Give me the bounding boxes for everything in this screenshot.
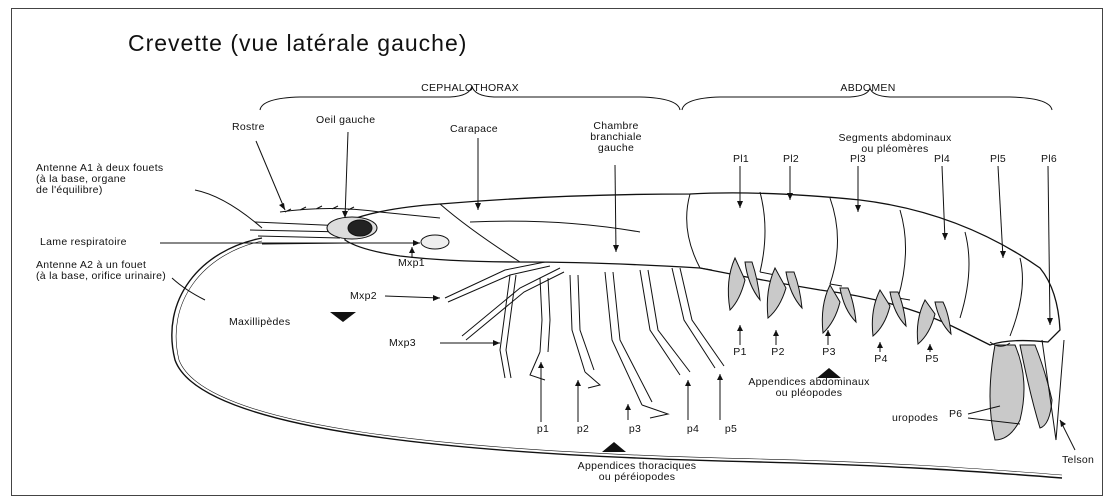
carapace-label: Carapace [450, 124, 498, 135]
segments-label: Segments abdominaux ou pléomères [838, 133, 951, 155]
pereiopod-p5-label: p5 [725, 424, 737, 435]
abdomen-label: ABDOMEN [840, 83, 895, 94]
cephalothorax-label: CEPHALOTHORAX [421, 83, 519, 94]
pleopod-p1-shape [728, 258, 760, 310]
pereiopod-p5-leg [672, 268, 724, 368]
antenne-a2-pointer [172, 278, 205, 300]
maxillipedes-label: Maxillipèdes [229, 317, 290, 328]
mxp3-appendage [462, 268, 564, 340]
pleopod-p5-shape [917, 300, 951, 344]
lame-label: Lame respiratoire [40, 237, 127, 248]
maxillipedes-marker [330, 312, 356, 322]
uropod-shape [990, 345, 1024, 440]
oeil-label: Oeil gauche [316, 115, 375, 126]
p5-label: P5 [925, 354, 938, 365]
p6-label: P6 [949, 409, 962, 420]
pl6-pointer [1048, 166, 1050, 325]
pleopod-p4-shape [872, 290, 906, 336]
antenne-a2-label: Antenne A2 à un fouet (à la base, orific… [36, 260, 166, 282]
pereiopod-p4-leg [640, 270, 690, 375]
pl2-label: Pl2 [783, 154, 799, 165]
pl4-pointer [942, 166, 945, 240]
uropodes-label: uropodes [892, 413, 938, 424]
segment-boundaries [760, 192, 1022, 336]
pereiopod-p1-label: p1 [537, 424, 549, 435]
mxp2-appendage [445, 262, 550, 302]
rostre-label: Rostre [232, 122, 265, 133]
appendices-abdominaux-label: Appendices abdominaux ou pléopodes [748, 377, 869, 399]
antenne-a1-label: Antenne A1 à deux fouets (à la base, org… [36, 163, 163, 196]
mxp2-label: Mxp2 [350, 291, 377, 302]
p2-label: P2 [771, 347, 784, 358]
pereiopod-p2-leg [570, 275, 600, 388]
pl5-label: Pl5 [990, 154, 1006, 165]
pl6-label: Pl6 [1041, 154, 1057, 165]
p4-label: P4 [874, 354, 887, 365]
carapace-outline [345, 193, 1060, 345]
p3-label: P3 [822, 347, 835, 358]
mxp1-label: Mxp1 [398, 258, 425, 269]
antenne-a1-pointer [195, 190, 262, 228]
pl3-label: Pl3 [850, 154, 866, 165]
mxp3-label: Mxp3 [389, 338, 416, 349]
pl4-label: Pl4 [934, 154, 950, 165]
pleopod-p2-shape [767, 268, 802, 318]
rostre-pointer [256, 141, 285, 210]
telson-label: Telson [1062, 455, 1094, 466]
mxp2-pointer [385, 296, 440, 298]
respiratory-blade [421, 235, 449, 249]
appendices-thoraciques-label: Appendices thoraciques ou péréiopodes [578, 461, 697, 483]
oeil-pointer [345, 132, 348, 218]
pereiopod-p3-label: p3 [629, 424, 641, 435]
chambre-pointer [615, 165, 616, 252]
p1-label: P1 [733, 347, 746, 358]
pereiopod-p2-label: p2 [577, 424, 589, 435]
chambre-label: Chambre branchiale gauche [590, 121, 641, 154]
pereiopod-p3-leg [605, 272, 668, 418]
pl1-label: Pl1 [733, 154, 749, 165]
pereiopodes-marker [602, 442, 626, 452]
pereiopod-p4-label: p4 [687, 424, 699, 435]
